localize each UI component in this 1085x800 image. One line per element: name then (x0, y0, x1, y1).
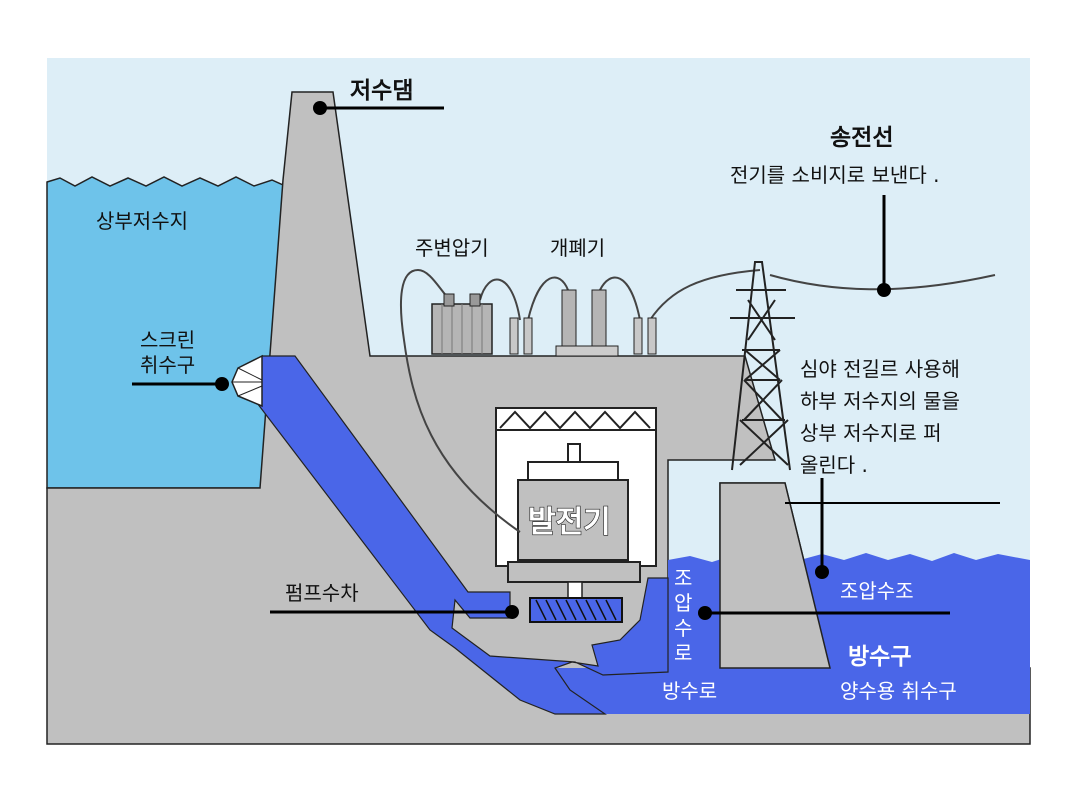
transmission-wire (769, 274, 996, 291)
generator-body (517, 479, 629, 561)
switchgear (555, 345, 619, 357)
generator-top (527, 461, 619, 481)
label-night-power-2: 하부 저수지의 물을 (800, 389, 960, 413)
label-generator: 발전기 (528, 505, 611, 540)
label-surge-channel-3: 수 (674, 616, 692, 640)
label-tailrace: 방수로 (662, 679, 717, 703)
label-outlet: 방수구 (848, 644, 911, 670)
cable-left (399, 269, 521, 533)
label-night-power-3: 상부 저수지로 퍼 (800, 421, 942, 445)
label-intake: 취수구 (140, 353, 195, 377)
label-upper-reservoir: 상부저수지 (96, 209, 188, 233)
powerhouse-crane (495, 407, 657, 431)
label-dam: 저수댐 (350, 78, 413, 104)
label-surge-channel-2: 압 (674, 591, 692, 615)
generator-base (507, 561, 641, 583)
label-transmission-line: 송전선 (830, 125, 893, 151)
label-transformer: 주변압기 (415, 236, 489, 260)
label-transmission-desc: 전기를 소비지로 보낸다 . (730, 163, 939, 187)
label-night-power-4: 올린다 . (800, 453, 868, 477)
label-pump-turbine: 펌프수차 (285, 581, 359, 605)
label-switchgear: 개폐기 (550, 236, 605, 260)
label-pumping-intake: 양수용 취수구 (840, 679, 957, 703)
label-surge-channel-1: 조 (674, 566, 692, 590)
cable-transformer (417, 269, 761, 321)
transmission-tower (730, 261, 795, 471)
label-night-power-1: 심야 전길르 사용해 (800, 357, 960, 381)
label-surge-channel-4: 로 (674, 641, 692, 665)
label-surge-tank: 조압수조 (840, 579, 914, 603)
label-screen: 스크린 (140, 328, 195, 352)
surge-shaft-wall (719, 482, 831, 669)
penstock-channel (237, 355, 669, 715)
